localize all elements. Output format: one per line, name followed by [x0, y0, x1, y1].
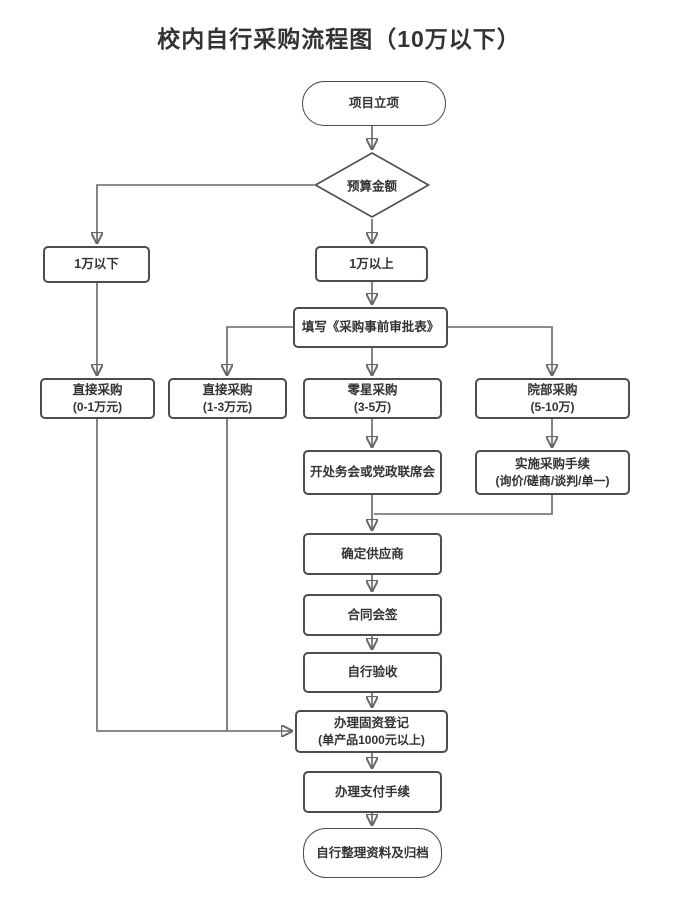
node-label: 1万以上: [349, 256, 394, 271]
node-self-acceptance: 自行验收: [303, 652, 442, 693]
node-label: 1万以下: [74, 257, 119, 272]
connector-fillform-to-direct13: [227, 326, 293, 375]
node-decision-budget: 预算金额: [314, 152, 430, 218]
connector-implement-merge: [374, 495, 553, 515]
node-direct-purchase-1-3: 直接采购 (1-3万元): [168, 378, 287, 419]
node-label: 实施采购手续: [514, 456, 590, 471]
node-label: 开处务会或党政联席会: [309, 465, 435, 480]
node-department-purchase-5-10: 院部采购 (5-10万): [475, 378, 630, 419]
node-label: 直接采购: [72, 382, 123, 397]
page-title: 校内自行采购流程图（10万以下）: [157, 26, 521, 52]
node-confirm-supplier: 确定供应商: [303, 533, 442, 575]
node-label: 确定供应商: [341, 546, 404, 561]
node-sublabel: (1-3万元): [202, 399, 253, 414]
connector-direct01-to-asset: [96, 419, 292, 731]
node-label: 直接采购: [202, 382, 253, 397]
node-over-10k: 1万以上: [315, 246, 428, 282]
node-implement-procedure: 实施采购手续 (询价/磋商/谈判/单一): [475, 450, 630, 495]
node-contract-sign: 合同会签: [303, 594, 442, 636]
node-end: 自行整理资料及归档: [303, 828, 442, 878]
node-sublabel: (0-1万元): [72, 399, 123, 414]
node-label: 零星采购: [347, 382, 398, 397]
node-label: 项目立项: [348, 96, 399, 111]
connector-decision-to-under10k: [97, 184, 314, 243]
node-label: 填写《采购事前审批表》: [301, 320, 440, 335]
node-start: 项目立项: [302, 81, 446, 126]
node-fill-form: 填写《采购事前审批表》: [293, 307, 448, 348]
node-label: 办理固资登记: [333, 715, 409, 730]
node-label: 自行整理资料及归档: [316, 845, 429, 860]
node-sublabel: (单产品1000元以上): [318, 732, 425, 747]
node-sublabel: (3-5万): [353, 399, 392, 414]
node-asset-registration: 办理固资登记 (单产品1000元以上): [295, 710, 448, 753]
node-label: 院部采购: [527, 382, 578, 397]
node-sublabel: (5-10万): [530, 399, 575, 414]
node-direct-purchase-0-1: 直接采购 (0-1万元): [40, 378, 155, 419]
node-sublabel: (询价/磋商/谈判/单一): [495, 473, 610, 488]
node-label: 预算金额: [346, 179, 397, 194]
node-office-meeting: 开处务会或党政联席会: [303, 450, 442, 495]
node-label: 自行验收: [347, 665, 398, 680]
node-sporadic-purchase-3-5: 零星采购 (3-5万): [303, 378, 442, 419]
node-payment: 办理支付手续: [303, 771, 442, 813]
node-under-10k: 1万以下: [43, 246, 150, 283]
connector-fillform-to-dept: [448, 326, 552, 375]
decision-diamond-shape: [314, 152, 430, 218]
node-label: 合同会签: [347, 607, 398, 622]
node-label: 办理支付手续: [334, 784, 410, 799]
